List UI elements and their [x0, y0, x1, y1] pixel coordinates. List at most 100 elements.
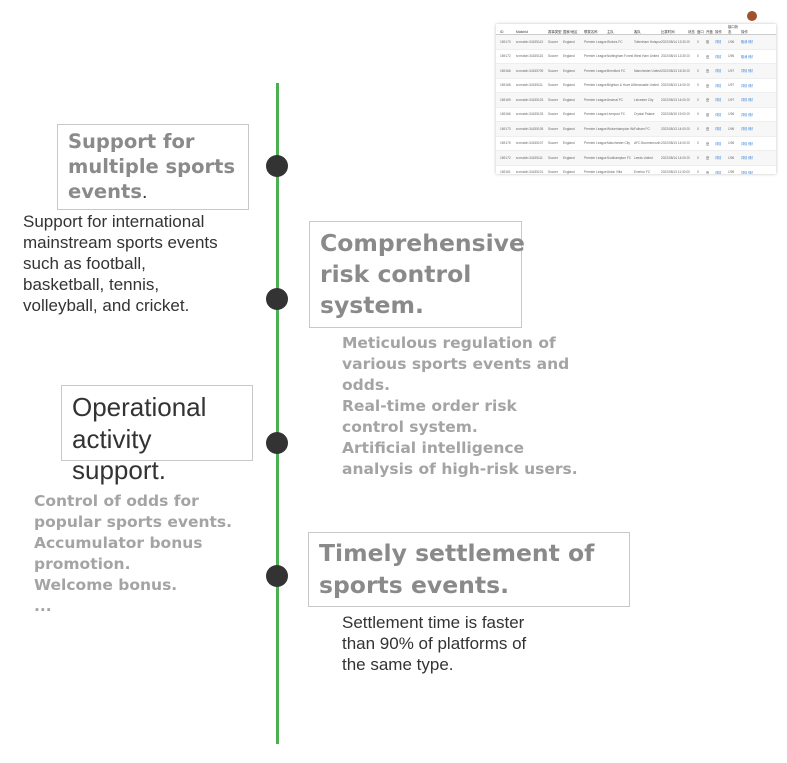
table-cell: 169169	[500, 97, 511, 102]
table-cell[interactable]: 详情 修改	[741, 141, 753, 146]
table-cell: 盘	[706, 170, 710, 174]
table-cell: 0	[688, 54, 690, 59]
table-cell: Premier League	[584, 68, 607, 73]
table-cell: 0	[697, 126, 699, 131]
table-cell: England	[563, 97, 575, 102]
table-cell: 169170	[500, 39, 511, 44]
table-cell: Leicester City	[634, 97, 654, 102]
thumbnail-header-cell: 国家/地区	[563, 30, 578, 34]
timeline-dot-3	[266, 432, 288, 454]
table-cell: Soccer	[548, 83, 558, 88]
table-cell[interactable]: 详情	[715, 156, 722, 161]
table-cell: Soccer	[548, 39, 558, 44]
table-cell: Premier League	[584, 97, 607, 102]
table-cell[interactable]: 详情	[715, 83, 722, 88]
table-cell: sr:match:34155103	[516, 97, 544, 102]
description-line: than 90% of platforms of	[342, 634, 527, 653]
table-cell: 2022/08/14 13:30:00	[661, 54, 688, 59]
table-cell: 1/97	[728, 83, 735, 88]
table-cell[interactable]: 详情	[715, 127, 722, 132]
table-cell: 1/96	[728, 170, 735, 174]
table-cell: Soccer	[548, 97, 558, 102]
table-cell: 2022/08/13 11:30:00	[661, 170, 688, 174]
table-cell[interactable]: 取消 修改	[741, 40, 753, 45]
description-line: analysis of high-risk users.	[342, 460, 578, 478]
thumbnail-header-cell: 操作	[741, 30, 748, 34]
table-cell: Soccer	[548, 170, 558, 174]
event-description-2: Meticulous regulation of various sports …	[342, 333, 578, 480]
table-cell: Premier League	[584, 83, 607, 88]
table-cell[interactable]: 详情	[715, 40, 722, 45]
table-cell: England	[563, 170, 575, 174]
table-cell: 169166	[500, 112, 511, 117]
thumbnail-header-cell: 操作	[715, 30, 722, 34]
table-cell: sr:match:34155107	[516, 141, 544, 146]
table-cell: 1/96	[728, 112, 735, 117]
thumbnail-header-cell: 比赛时间	[661, 30, 675, 34]
table-cell: Soccer	[548, 155, 558, 160]
description-line: promotion.	[34, 555, 131, 573]
thumbnail-header-cell: 联赛名称	[584, 30, 598, 34]
table-cell: 169172	[500, 155, 511, 160]
table-cell: Premier League	[584, 112, 607, 117]
table-cell: Premier League	[584, 141, 607, 146]
table-cell[interactable]: 详情	[715, 54, 722, 59]
table-cell: 0	[697, 141, 699, 146]
table-cell: 赔	[706, 40, 710, 45]
event-title-2: Comprehensive risk control system.	[320, 229, 525, 319]
table-cell: Brighton & Hove Albion	[607, 83, 634, 88]
table-cell[interactable]: 详情 修改	[741, 98, 753, 103]
table-cell: Aston Villa	[607, 170, 623, 174]
table-cell: Premier League	[584, 170, 607, 174]
table-cell[interactable]: 详情	[715, 112, 722, 117]
description-line: various sports events and	[342, 355, 570, 373]
description-line: odds.	[342, 376, 390, 394]
table-cell[interactable]: 详情	[715, 141, 722, 146]
table-cell: sr:match:34155709	[516, 68, 544, 73]
table-cell: 2022/08/15 19:00:00	[661, 112, 688, 117]
table-cell: 1/97	[728, 68, 735, 73]
description-line: basketball, tennis,	[23, 275, 160, 294]
event-title-3: Operational activity support.	[72, 392, 207, 485]
table-cell: 盘	[706, 156, 710, 161]
table-cell[interactable]: 详情	[715, 170, 722, 174]
table-cell[interactable]: 详情 修改	[741, 127, 753, 132]
table-cell[interactable]: 取消 修改	[741, 54, 753, 59]
table-cell: 1/96	[728, 155, 735, 160]
table-cell[interactable]: 详情	[715, 98, 722, 103]
table-cell: Everton FC	[634, 170, 651, 174]
table-cell: 2022/08/14 13:30:00	[661, 39, 688, 44]
table-cell: sr:match:34155105	[516, 126, 544, 131]
table-cell: 0	[697, 155, 699, 160]
table-cell: 0	[688, 126, 690, 131]
timeline-dot-2	[266, 288, 288, 310]
description-line: ...	[34, 597, 52, 615]
table-cell: sr:match:34155103	[516, 112, 544, 117]
table-cell: Premier League	[584, 39, 607, 44]
table-row: 169170 sr:match:34155113 Soccer England Prem…	[496, 35, 776, 50]
event-description-4: Settlement time is faster than 90% of pl…	[342, 612, 526, 675]
table-cell: Tottenham Hotspur	[634, 39, 661, 44]
table-cell[interactable]: 详情	[715, 69, 722, 74]
table-cell[interactable]: 详情 修改	[741, 112, 753, 117]
table-cell: 2022/08/13 15:30:00	[661, 68, 688, 73]
table-cell: England	[563, 39, 575, 44]
event-title-box-2: Comprehensive risk control system.	[309, 221, 525, 328]
table-cell: 0	[697, 97, 699, 102]
description-line: Control of odds for	[34, 492, 199, 510]
table-cell: Premier League	[584, 126, 607, 131]
table-cell[interactable]: 详情 修改	[741, 69, 753, 74]
description-line: Settlement time is faster	[342, 613, 525, 632]
table-cell: Soccer	[548, 112, 558, 117]
table-cell[interactable]: 详情 修改	[741, 170, 753, 174]
table-cell[interactable]: 详情 修改	[741, 83, 753, 88]
table-cell: sr:match:34155113	[516, 39, 544, 44]
table-cell[interactable]: 详情 修改	[741, 156, 753, 161]
table-cell: Wolverhampton Wanderers	[607, 126, 634, 131]
description-line: Meticulous regulation of	[342, 334, 556, 352]
description-line: such as football,	[23, 254, 146, 273]
